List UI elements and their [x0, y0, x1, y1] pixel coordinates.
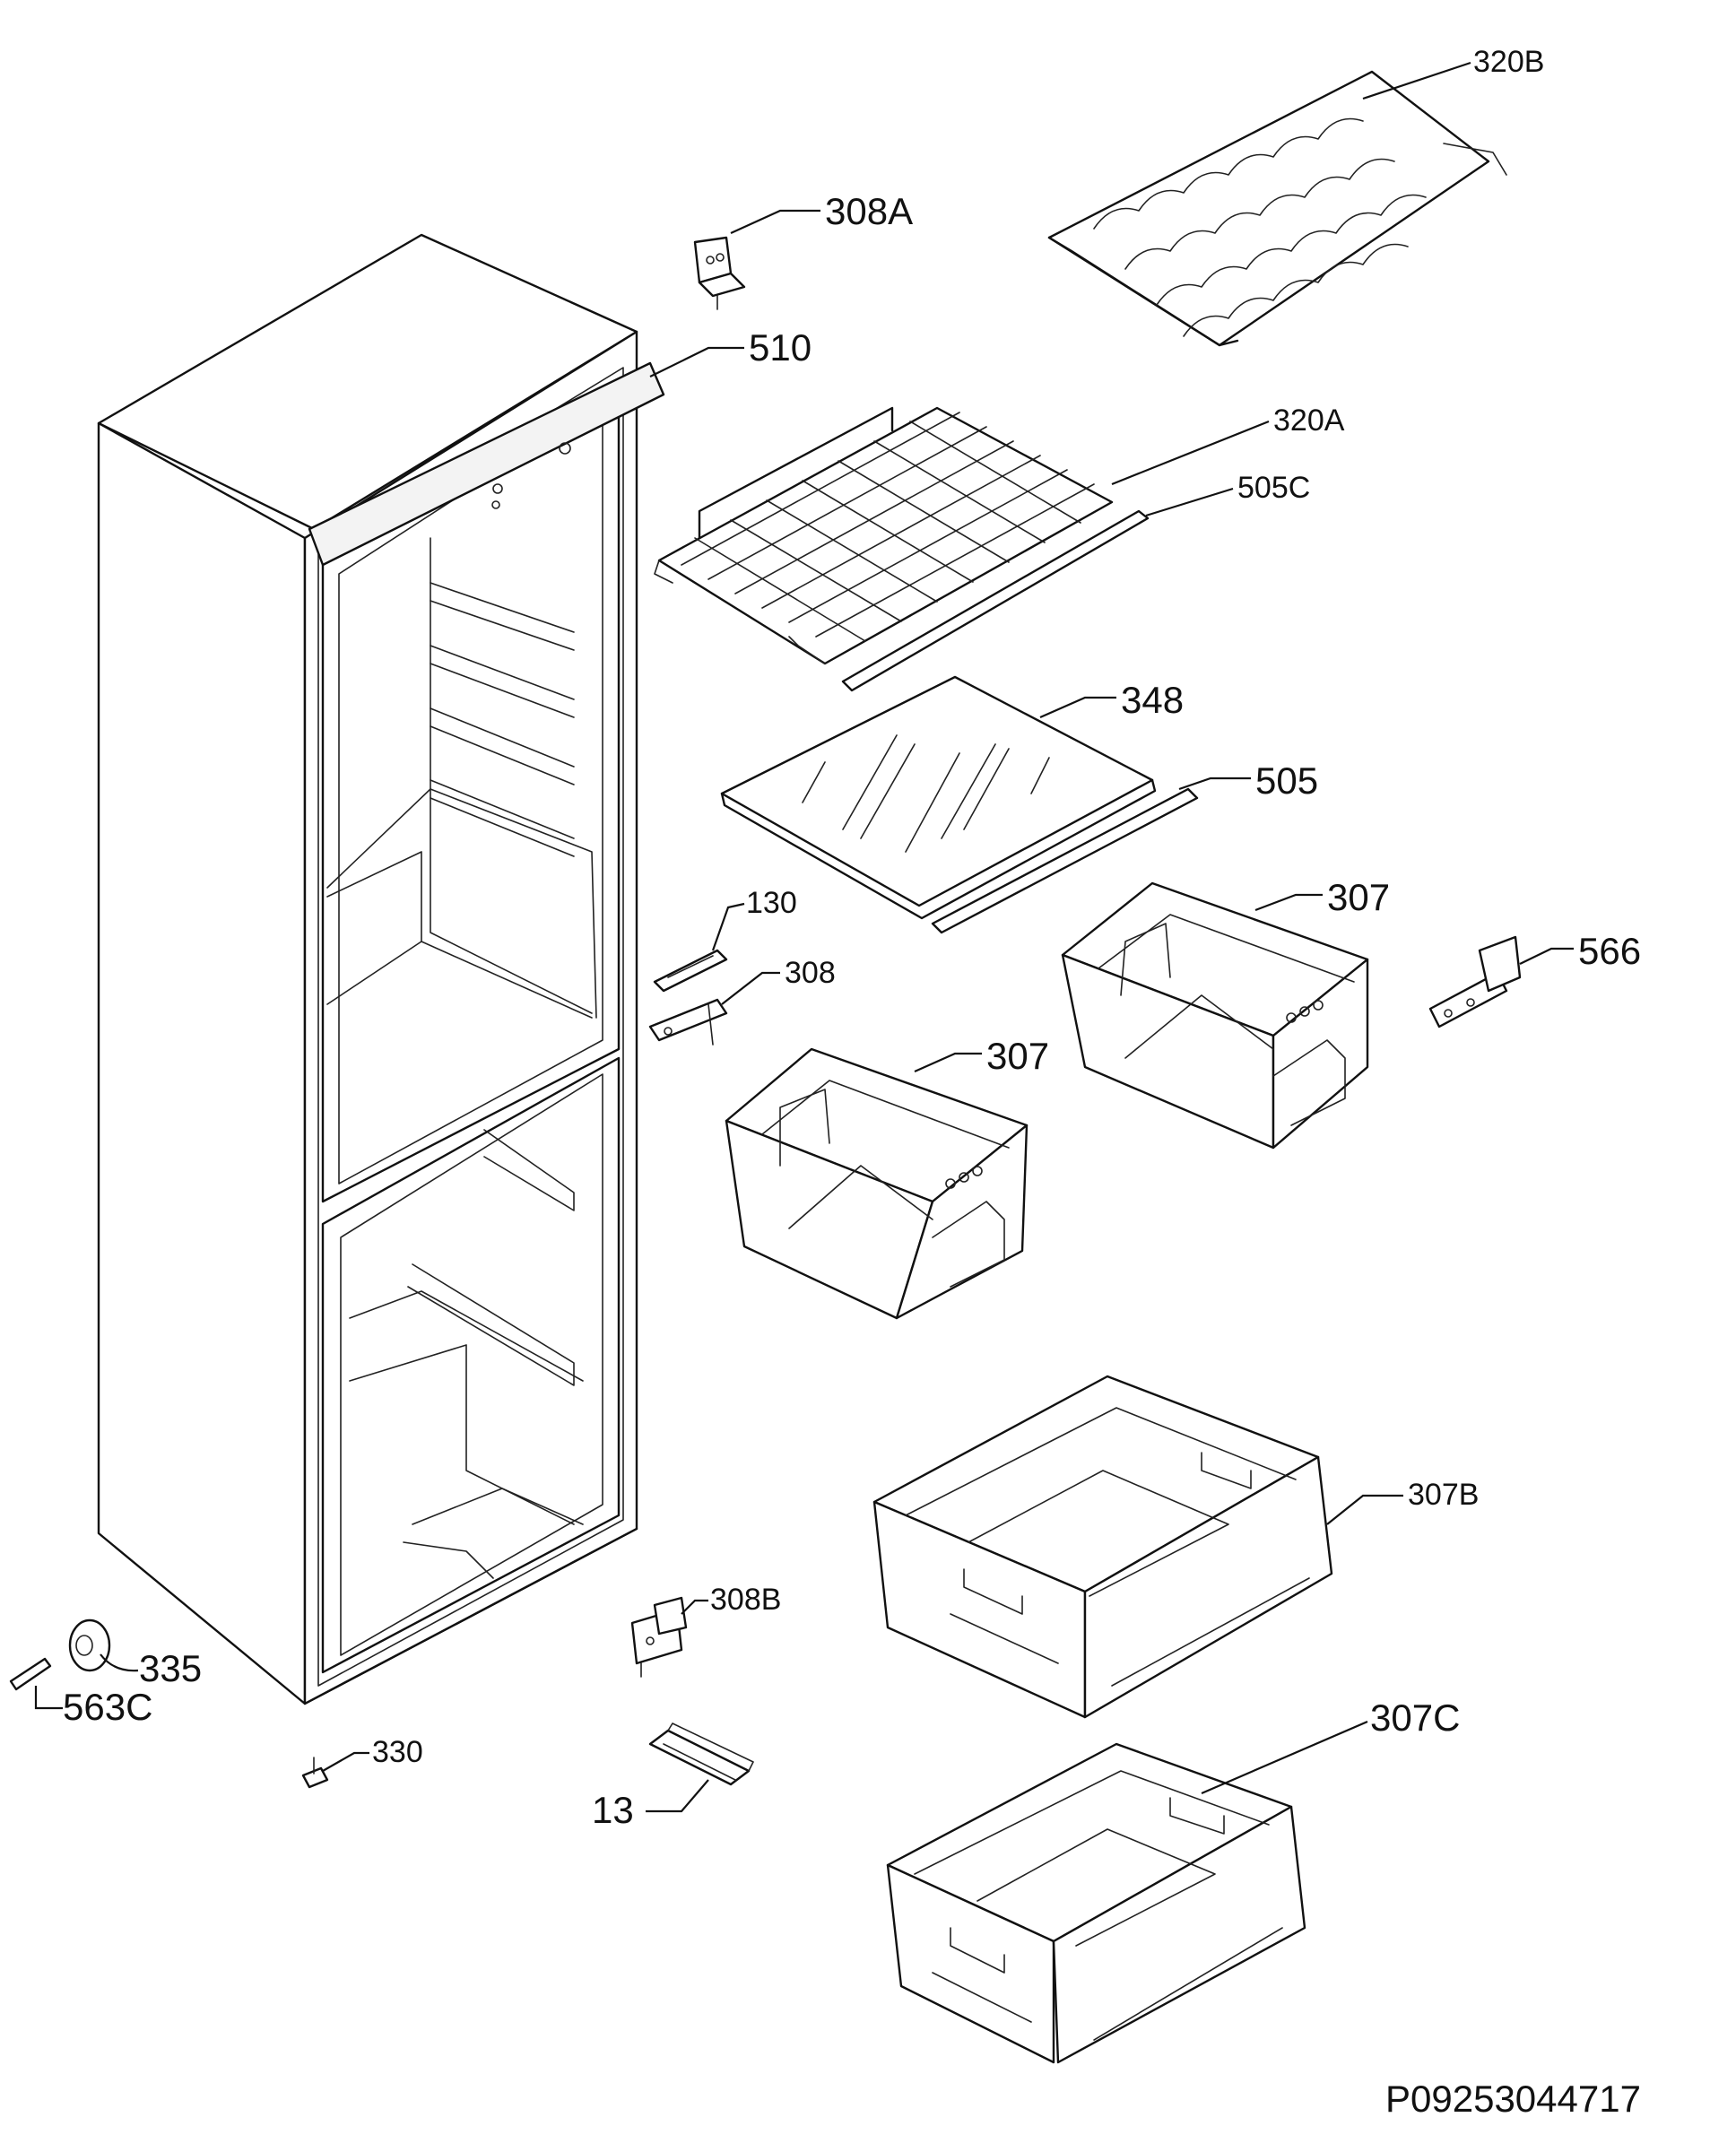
leader-563c: [34, 1686, 63, 1710]
label-308: 308: [785, 956, 836, 990]
part-130: [653, 949, 728, 993]
leader-566: [1519, 947, 1574, 965]
leader-505c: [1145, 487, 1234, 517]
label-307-right: 307: [1327, 876, 1390, 918]
bracket-566: [1428, 935, 1522, 1028]
trim-strip-505: [931, 787, 1199, 934]
label-505: 505: [1255, 759, 1318, 802]
label-348: 348: [1121, 679, 1184, 721]
freezer-drawer-307b: [872, 1375, 1333, 1719]
hinge-308: [648, 998, 728, 1046]
leader-505: [1178, 777, 1251, 791]
leader-330: [322, 1751, 369, 1772]
label-130: 130: [746, 886, 797, 920]
leader-308: [721, 971, 780, 1005]
label-307-left: 307: [986, 1035, 1049, 1077]
label-563c: 563C: [63, 1686, 152, 1728]
leader-307-left: [914, 1052, 982, 1073]
label-307b: 307B: [1408, 1478, 1479, 1512]
leader-13: [646, 1779, 709, 1813]
wine-rack-320b: [1047, 70, 1507, 347]
leader-320b: [1362, 61, 1471, 100]
leader-320a: [1111, 420, 1270, 486]
drawing-code: P09253044717: [1385, 2078, 1641, 2120]
crisper-drawer-307-left: [725, 1047, 1029, 1320]
leader-130: [711, 902, 745, 951]
hinge-308a: [693, 236, 746, 310]
label-320a: 320A: [1273, 404, 1345, 438]
label-335: 335: [139, 1647, 202, 1689]
leader-335: [100, 1653, 139, 1672]
leader-510: [649, 346, 744, 377]
refrigerator-cabinet: [97, 233, 665, 1705]
leader-307c: [1201, 1720, 1368, 1795]
label-510: 510: [749, 326, 812, 369]
leader-348: [1039, 696, 1116, 719]
crisper-drawer-307-right: [1061, 881, 1369, 1150]
label-308a: 308A: [825, 190, 913, 232]
label-505c: 505C: [1237, 471, 1310, 505]
leader-308b: [681, 1599, 708, 1615]
leader-307b: [1326, 1494, 1403, 1525]
foot-330: [301, 1757, 329, 1789]
hinge-308b: [630, 1596, 688, 1678]
leader-307-right: [1254, 893, 1323, 912]
label-307c: 307C: [1370, 1696, 1460, 1739]
label-566: 566: [1578, 930, 1641, 972]
label-13: 13: [592, 1789, 634, 1831]
pin-563c: [9, 1657, 52, 1691]
label-308b: 308B: [710, 1583, 781, 1617]
freezer-drawer-307c: [886, 1742, 1306, 2064]
rail-13: [648, 1722, 754, 1786]
leader-308a: [730, 209, 820, 235]
wheel-335: [68, 1618, 111, 1672]
label-320b: 320B: [1473, 45, 1544, 79]
label-330: 330: [372, 1735, 423, 1769]
wire-shelf-320a: [654, 406, 1114, 665]
glass-shelf-348: [720, 675, 1157, 920]
trim-strip-505c: [841, 509, 1150, 692]
